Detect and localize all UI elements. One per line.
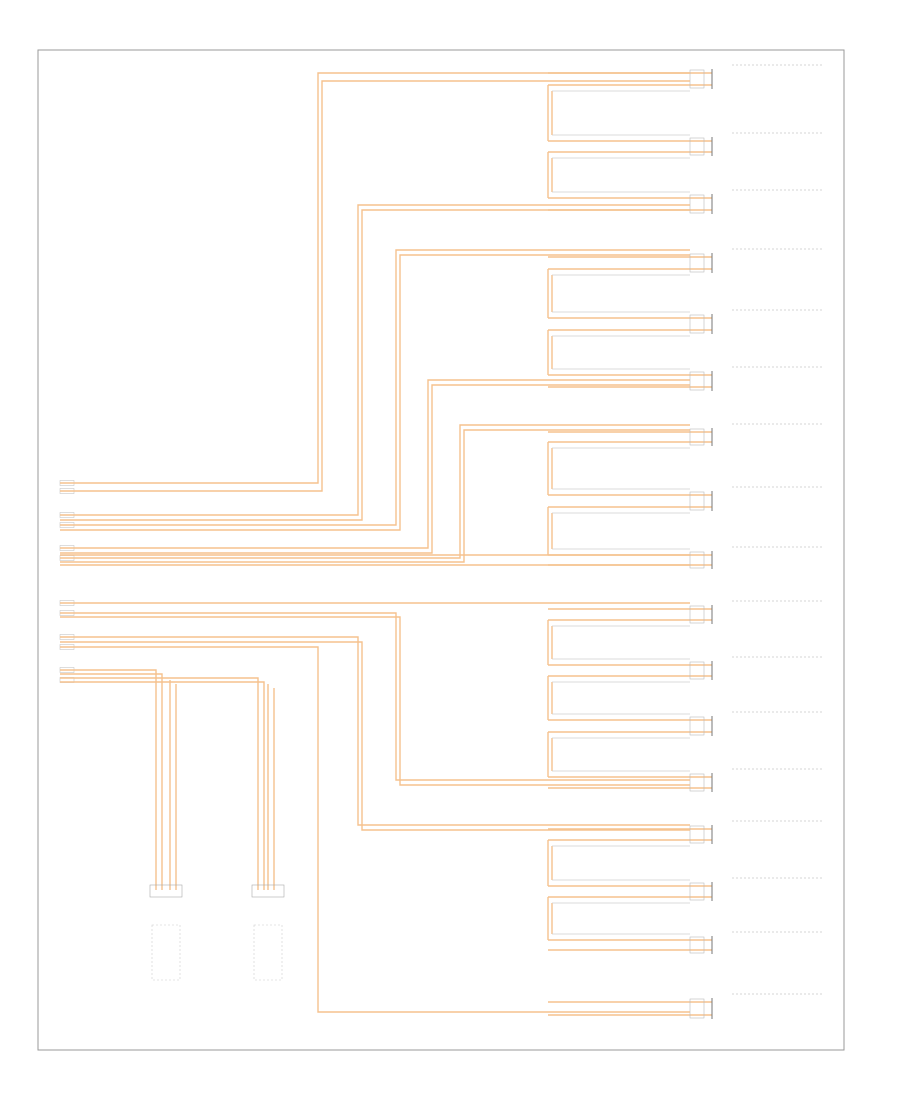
trunk-wire [60,204,690,516]
connector-block [689,253,705,273]
bottom-module-right-box [253,924,283,981]
connector-block [689,491,705,511]
trunk-wire [60,379,690,549]
connector-block [689,605,705,624]
trunk-wire [60,641,690,831]
trunk-wire [60,636,690,826]
connector-block [689,69,705,89]
drop-wire [60,673,163,890]
trunk-wire [60,209,690,521]
bottom-module-right-connector [251,884,285,898]
drop-wire [60,669,157,890]
bottom-module-left-connector [149,884,183,898]
diagram-frame [37,49,845,1051]
drop-wire [60,681,265,890]
connector-block [689,825,705,844]
trunk-wire [60,646,690,1013]
wire-layer [59,64,822,1019]
bottom-module-left-box [151,924,181,981]
connector-block [689,194,705,214]
connector-block [689,882,705,901]
connector-block [689,773,705,792]
connector-block [689,551,705,569]
connector-block [689,936,705,954]
connector-block [689,661,705,680]
connector-block [689,137,705,156]
connector-block [689,371,705,391]
connector-block [689,716,705,736]
trunk-wire [60,80,690,492]
connector-block [689,314,705,334]
trunk-wire [60,72,690,484]
trunk-wire [60,616,690,786]
trunk-wire [60,254,690,531]
connector-block [689,998,705,1019]
trunk-wire [60,384,690,554]
drop-wire [60,677,259,890]
trunk-wire [60,612,690,781]
trunk-wire [60,429,690,563]
trunk-wire [60,249,690,526]
trunk-wire [60,424,690,559]
connector-block [689,428,705,446]
